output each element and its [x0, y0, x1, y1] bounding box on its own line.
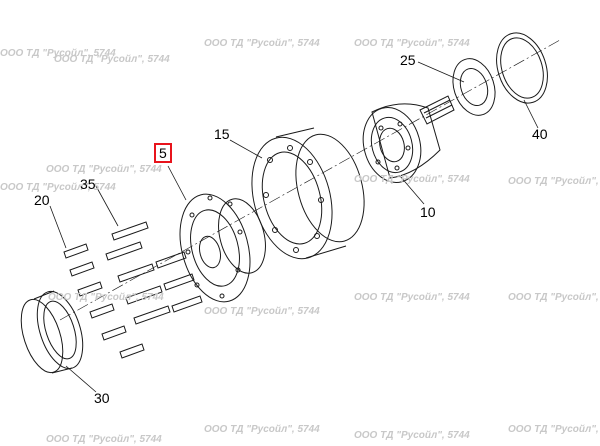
assembly-axis [59, 39, 561, 321]
callout-part-40: 40 [532, 126, 548, 142]
watermark-text: ООО ТД "Русойл", 5744 [508, 424, 600, 435]
watermark-text: ООО ТД "Русойл", 5744 [204, 424, 320, 435]
watermark-text: ООО ТД "Русойл", 5744 [354, 292, 470, 303]
watermark-text: ООО ТД "Русойл", 5744 [354, 38, 470, 49]
part-40-ring [496, 32, 548, 104]
watermark-text: ООО ТД "Русойл", 5744 [0, 182, 116, 193]
watermark-text: ООО ТД "Русойл", 5744 [46, 164, 162, 175]
callout-part-25: 25 [400, 52, 416, 68]
watermark-text: ООО ТД "Русойл", 5744 [0, 48, 116, 59]
part-10-hub [362, 95, 455, 183]
watermark-text: ООО ТД "Русойл", 5744 [508, 176, 600, 187]
watermark-text: ООО ТД "Русойл", 5744 [54, 54, 170, 65]
watermark-text: ООО ТД "Русойл", 5744 [48, 292, 164, 303]
watermark-text: ООО ТД "Русойл", 5744 [354, 430, 470, 441]
part-20-pins [63, 243, 145, 359]
callout-part-30: 30 [94, 390, 110, 406]
leader-lines [49, 61, 539, 393]
watermark-text: ООО ТД "Русойл", 5744 [508, 292, 600, 303]
watermark-text: ООО ТД "Русойл", 5744 [204, 306, 320, 317]
part-35-bolts [105, 221, 203, 325]
part-15-ring-gear [251, 127, 365, 260]
callout-part-20: 20 [34, 192, 50, 208]
callout-part-10: 10 [420, 204, 436, 220]
callout-part-15: 15 [214, 126, 230, 142]
callout-part-5: 5 [154, 143, 172, 163]
part-25-washer [452, 58, 496, 116]
watermark-text: ООО ТД "Русойл", 5744 [46, 434, 162, 445]
callout-part-35: 35 [80, 176, 96, 192]
part-5-planet-carrier [179, 193, 266, 303]
watermark-text: ООО ТД "Русойл", 5744 [354, 174, 470, 185]
watermark-text: ООО ТД "Русойл", 5744 [204, 38, 320, 49]
